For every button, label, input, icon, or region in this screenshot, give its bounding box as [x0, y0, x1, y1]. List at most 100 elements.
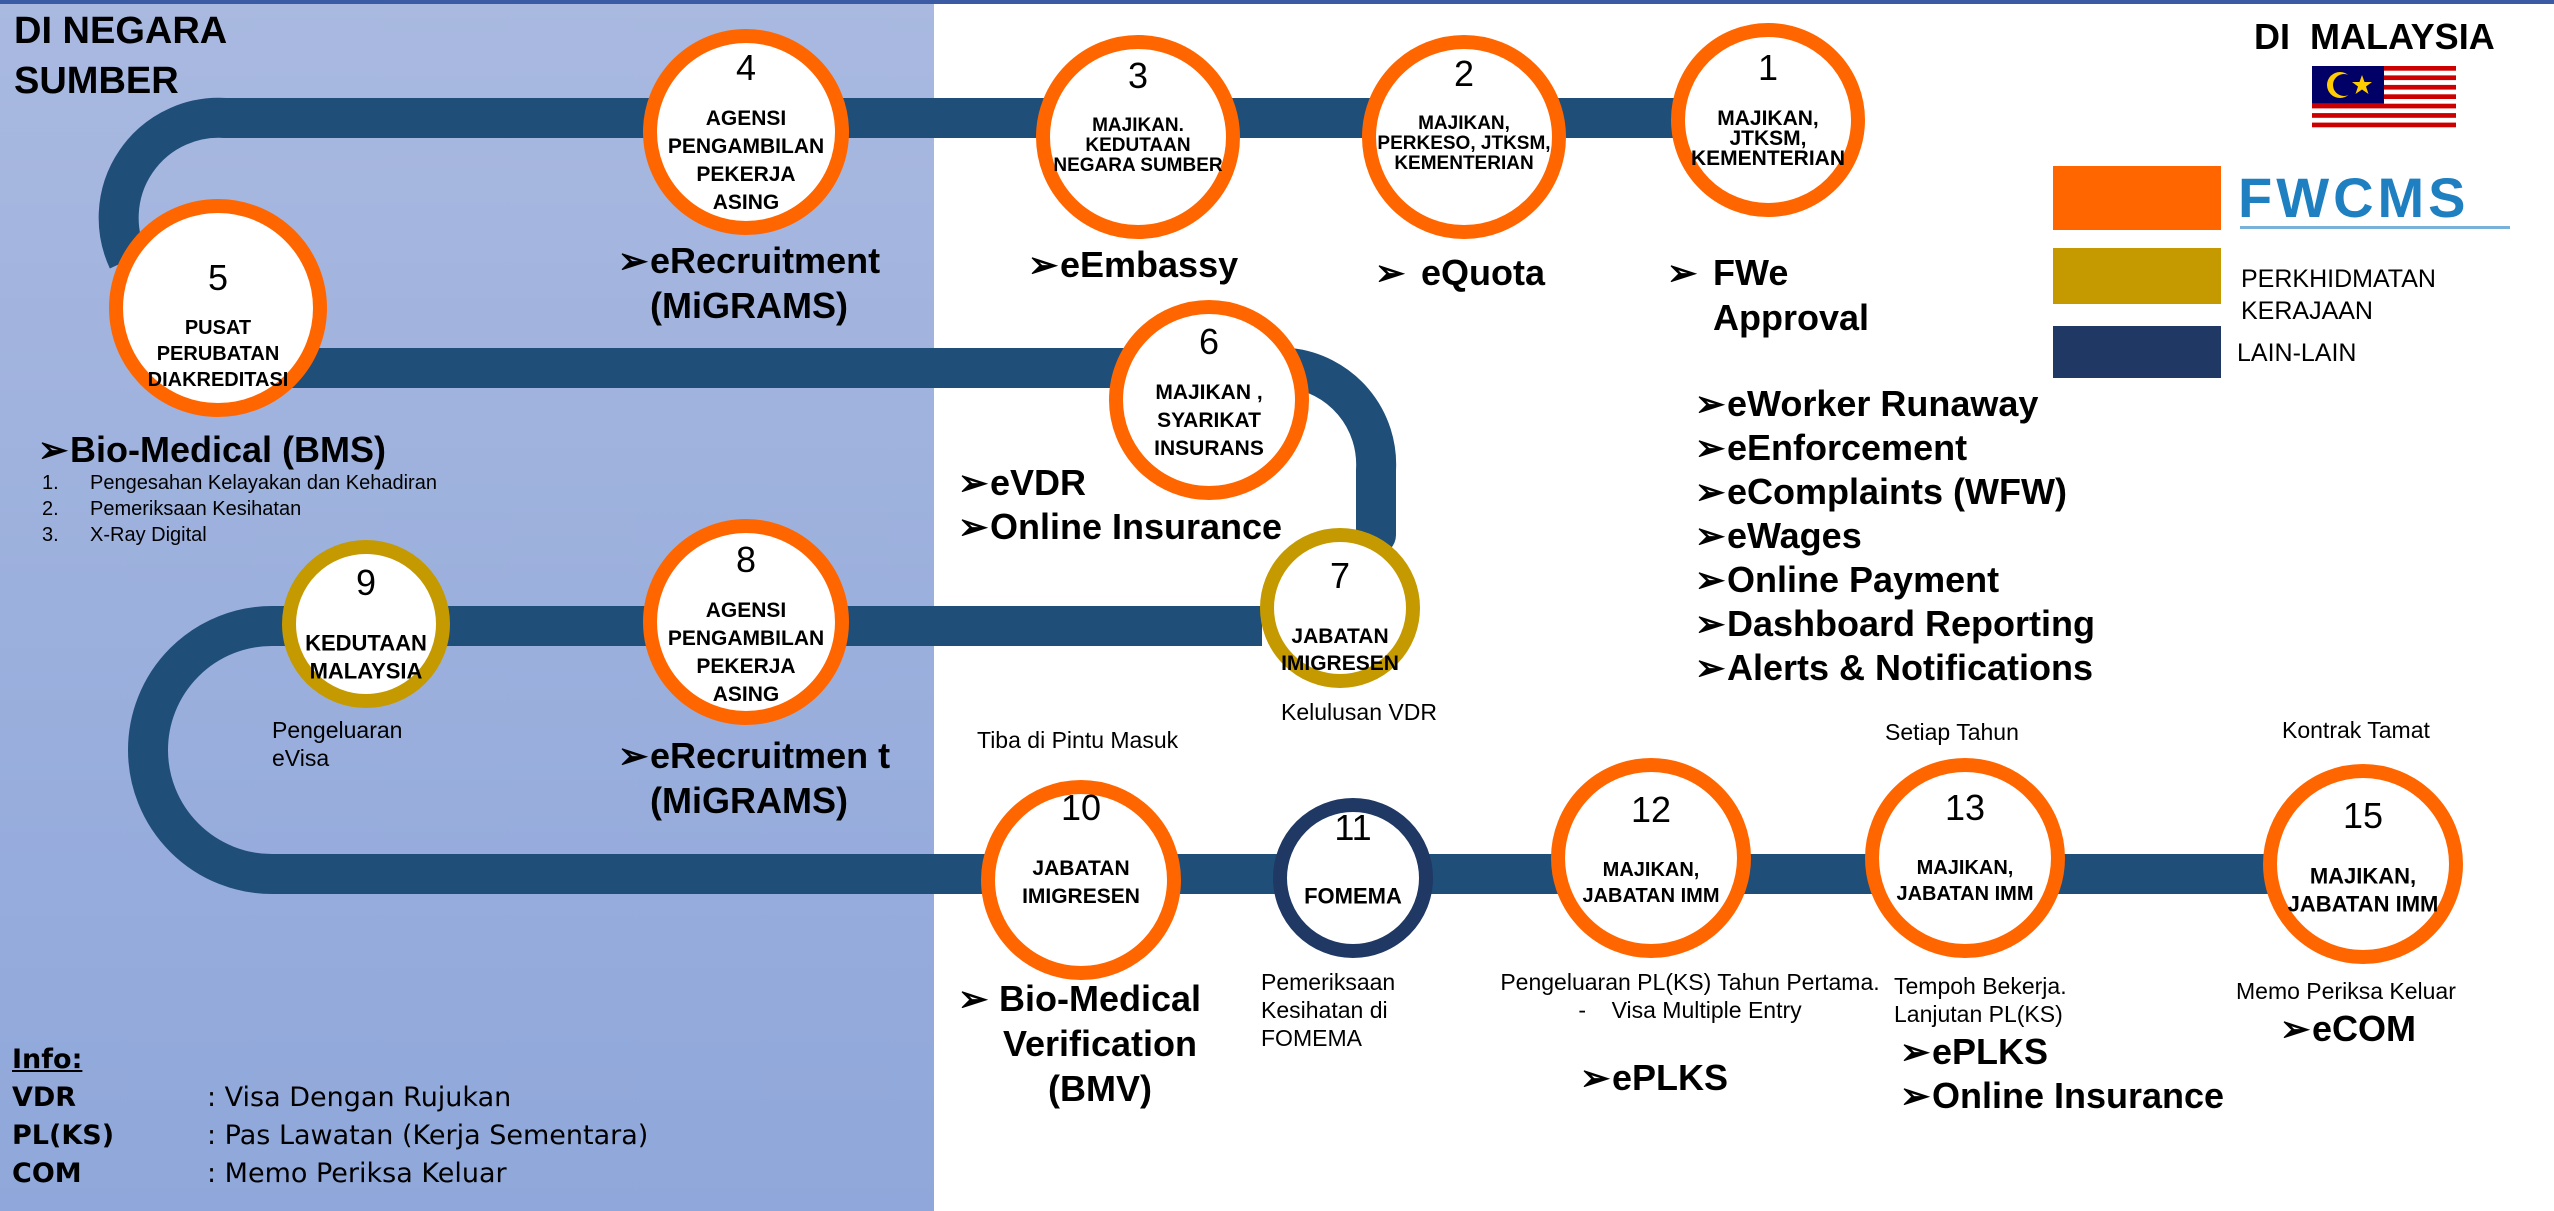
- note-setiap-tahun: Setiap Tahun: [1885, 719, 2019, 745]
- arrow-bullet-icon: ➢: [1900, 1031, 1931, 1072]
- node-label-line: ASING: [713, 191, 780, 214]
- node-number: 7: [1330, 555, 1350, 596]
- malaysia-flag-icon: [2312, 66, 2456, 132]
- legend-label-lain: LAIN-LAIN: [2237, 339, 2357, 367]
- node-label-line: KEMENTERIAN: [1691, 147, 1845, 170]
- arrow-bullet-icon: ➢: [1580, 1057, 1611, 1098]
- legend-swatch-kerajaan: [2053, 248, 2221, 304]
- note-n13: Tempoh Bekerja. Lanjutan PL(KS): [1894, 973, 2067, 1027]
- info-box: Info: VDR: Visa Dengan Rujukan PL(KS): P…: [12, 1041, 648, 1193]
- system-s12-text: ePLKS: [1612, 1057, 1729, 1098]
- node-label-line: AGENSI: [706, 107, 787, 130]
- node-number: 4: [736, 47, 756, 88]
- node-label-line: ASING: [713, 683, 780, 706]
- malaysia-system-item: ➢Dashboard Reporting: [1695, 603, 2096, 644]
- system-s1: ➢ FWe Approval: [1667, 250, 1893, 340]
- node-label-line: PENGAMBILAN: [668, 627, 824, 650]
- note-kontrak-tamat: Kontrak Tamat: [2282, 717, 2430, 743]
- note-pengeluaran-evisa: Pengeluaran eVisa: [272, 717, 403, 771]
- node-circle: [643, 29, 849, 235]
- node-number: 3: [1128, 55, 1148, 96]
- node-number: 13: [1945, 787, 1985, 828]
- node-number: 5: [208, 257, 228, 298]
- node-label-line: SYARIKAT: [1157, 409, 1261, 432]
- system-s8: ➢eRecruitmen t (MiGRAMS): [618, 733, 900, 823]
- legend-swatch-lain: [2053, 326, 2221, 378]
- malaysia-system-item: ➢eComplaints (WFW): [1695, 471, 2067, 512]
- arrow-bullet-icon: ➢: [1375, 252, 1406, 293]
- system-s15-text: eCOM: [2312, 1008, 2417, 1049]
- node-label-line: KEDUTAAN: [1085, 135, 1190, 156]
- note-memo: Memo Periksa Keluar: [2236, 978, 2456, 1004]
- node-label-line: JABATAN: [1032, 857, 1129, 880]
- node-label-line: PERUBATAN: [157, 343, 280, 365]
- note-n12-line1: Pengeluaran PL(KS) Tahun Pertama.: [1500, 969, 1880, 995]
- node-number: 8: [736, 539, 756, 580]
- malaysia-system-item: ➢eWages: [1695, 515, 1862, 556]
- fwcms-logo-tagline: [2240, 226, 2510, 229]
- bms-list-item: 2.Pemeriksaan Kesihatan: [42, 498, 302, 520]
- node-label-line: FOMEMA: [1304, 884, 1402, 909]
- node-label-line: PUSAT: [185, 317, 251, 339]
- arrow-bullet-icon: ➢: [958, 462, 989, 503]
- malaysia-system-item: ➢Online Payment: [1695, 559, 2000, 600]
- system-s1-text: FWe Approval: [1713, 252, 1870, 338]
- node-label-line: JABATAN IMM: [1896, 883, 2033, 905]
- node-label-line: MALAYSIA: [310, 659, 423, 684]
- note-n12: Pengeluaran PL(KS) Tahun Pertama. - Visa…: [1490, 968, 1890, 1024]
- node-number: 9: [356, 562, 376, 603]
- node-label-line: JABATAN IMM: [2288, 892, 2439, 917]
- node-circle: [1671, 23, 1865, 217]
- info-row: VDR: Visa Dengan Rujukan: [12, 1082, 512, 1113]
- node-number: 12: [1631, 789, 1671, 830]
- system-s6-item: ➢eVDR: [958, 462, 1087, 503]
- node-label-line: MAJIKAN,: [2310, 864, 2416, 889]
- header-di-malaysia: DI MALAYSIA: [2254, 16, 2495, 57]
- system-s13-item: ➢ePLKS: [1900, 1031, 2049, 1072]
- arrow-bullet-icon: ➢: [1667, 252, 1698, 293]
- node-circle: [1273, 798, 1433, 958]
- node-circle: [1362, 35, 1566, 239]
- system-s2-text: eQuota: [1421, 252, 1546, 293]
- arrow-bullet-icon: ➢: [1900, 1075, 1931, 1116]
- node-label-line: DIAKREDITASI: [148, 369, 289, 391]
- node-label-line: MAJIKAN.: [1092, 115, 1184, 136]
- note-fomema: Pemeriksaan Kesihatan di FOMEMA: [1261, 969, 1396, 1051]
- node-number: 11: [1334, 807, 1371, 848]
- malaysia-system-list: ➢eWorker Runaway ➢eEnforcement ➢eComplai…: [1695, 382, 2095, 690]
- malaysia-system-item: ➢eWorker Runaway: [1695, 383, 2039, 424]
- node-circle: [282, 540, 450, 708]
- node-label-line: PEKERJA: [696, 655, 795, 678]
- node-circle: [1109, 300, 1309, 500]
- arrow-bullet-icon: ➢: [618, 240, 649, 281]
- node-label-line: JTKSM,: [1729, 127, 1806, 150]
- system-s3-text: eEmbassy: [1060, 244, 1239, 285]
- system-s2: ➢ eQuota: [1375, 250, 1545, 295]
- node-number: 1: [1758, 47, 1778, 88]
- arrow-bullet-icon: ➢: [2280, 1008, 2311, 1049]
- node-label-line: NEGARA SUMBER: [1053, 155, 1223, 176]
- note-kelulusan-vdr: Kelulusan VDR: [1281, 699, 1437, 725]
- system-s10-text: Bio-Medical Verification (BMV): [998, 978, 1202, 1109]
- node-circle: [1036, 35, 1240, 239]
- node-label-line: INSURANS: [1154, 437, 1264, 460]
- node-label-line: MAJIKAN,: [1717, 107, 1819, 130]
- node-label-line: MAJIKAN,: [1603, 859, 1700, 881]
- system-s4-text: eRecruitment (MiGRAMS): [650, 240, 881, 326]
- system-s5: ➢Bio-Medical (BMS): [38, 427, 386, 472]
- arrow-bullet-icon: ➢: [1695, 603, 1726, 644]
- info-row: COM: Memo Periksa Keluar: [12, 1158, 507, 1189]
- node-label-line: MAJIKAN ,: [1155, 381, 1262, 404]
- legend-swatch-fwcms: [2053, 166, 2221, 230]
- system-s6-item: ➢Online Insurance: [958, 506, 1283, 547]
- node-label-line: KEDUTAAN: [305, 631, 427, 656]
